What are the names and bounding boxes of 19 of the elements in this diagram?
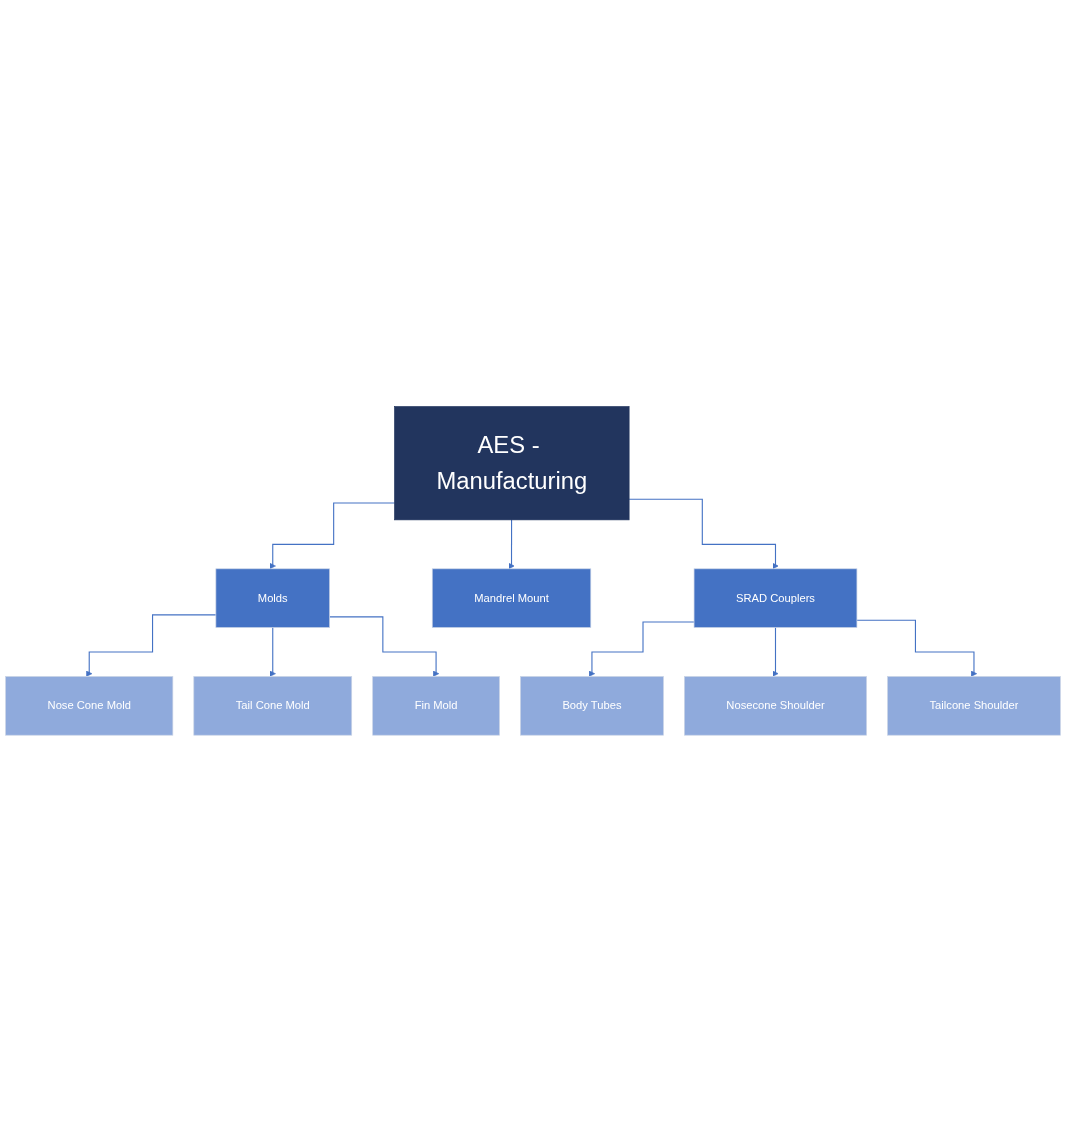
arrow <box>508 519 515 570</box>
arrow <box>269 627 276 677</box>
arrow <box>628 498 779 570</box>
node-box: Fin Mold <box>372 676 500 736</box>
node-box: Mandrel Mount <box>431 568 592 628</box>
node-box: AES - Manufacturing <box>394 406 630 521</box>
node-box: Molds <box>215 568 330 628</box>
node-box: Body Tubes <box>520 676 664 736</box>
arrow <box>269 502 396 570</box>
node-box: Nosecone Shoulder <box>684 676 867 736</box>
arrow <box>329 616 440 677</box>
arrow <box>856 619 978 677</box>
node-box: Tail Cone Mold <box>193 676 353 736</box>
node-box: SRAD Couplers <box>693 568 858 628</box>
arrow <box>86 614 217 677</box>
node-box: Nose Cone Mold <box>5 676 174 736</box>
arrow <box>588 621 695 677</box>
arrow <box>772 627 779 677</box>
node-box: Tailcone Shoulder <box>887 676 1061 736</box>
